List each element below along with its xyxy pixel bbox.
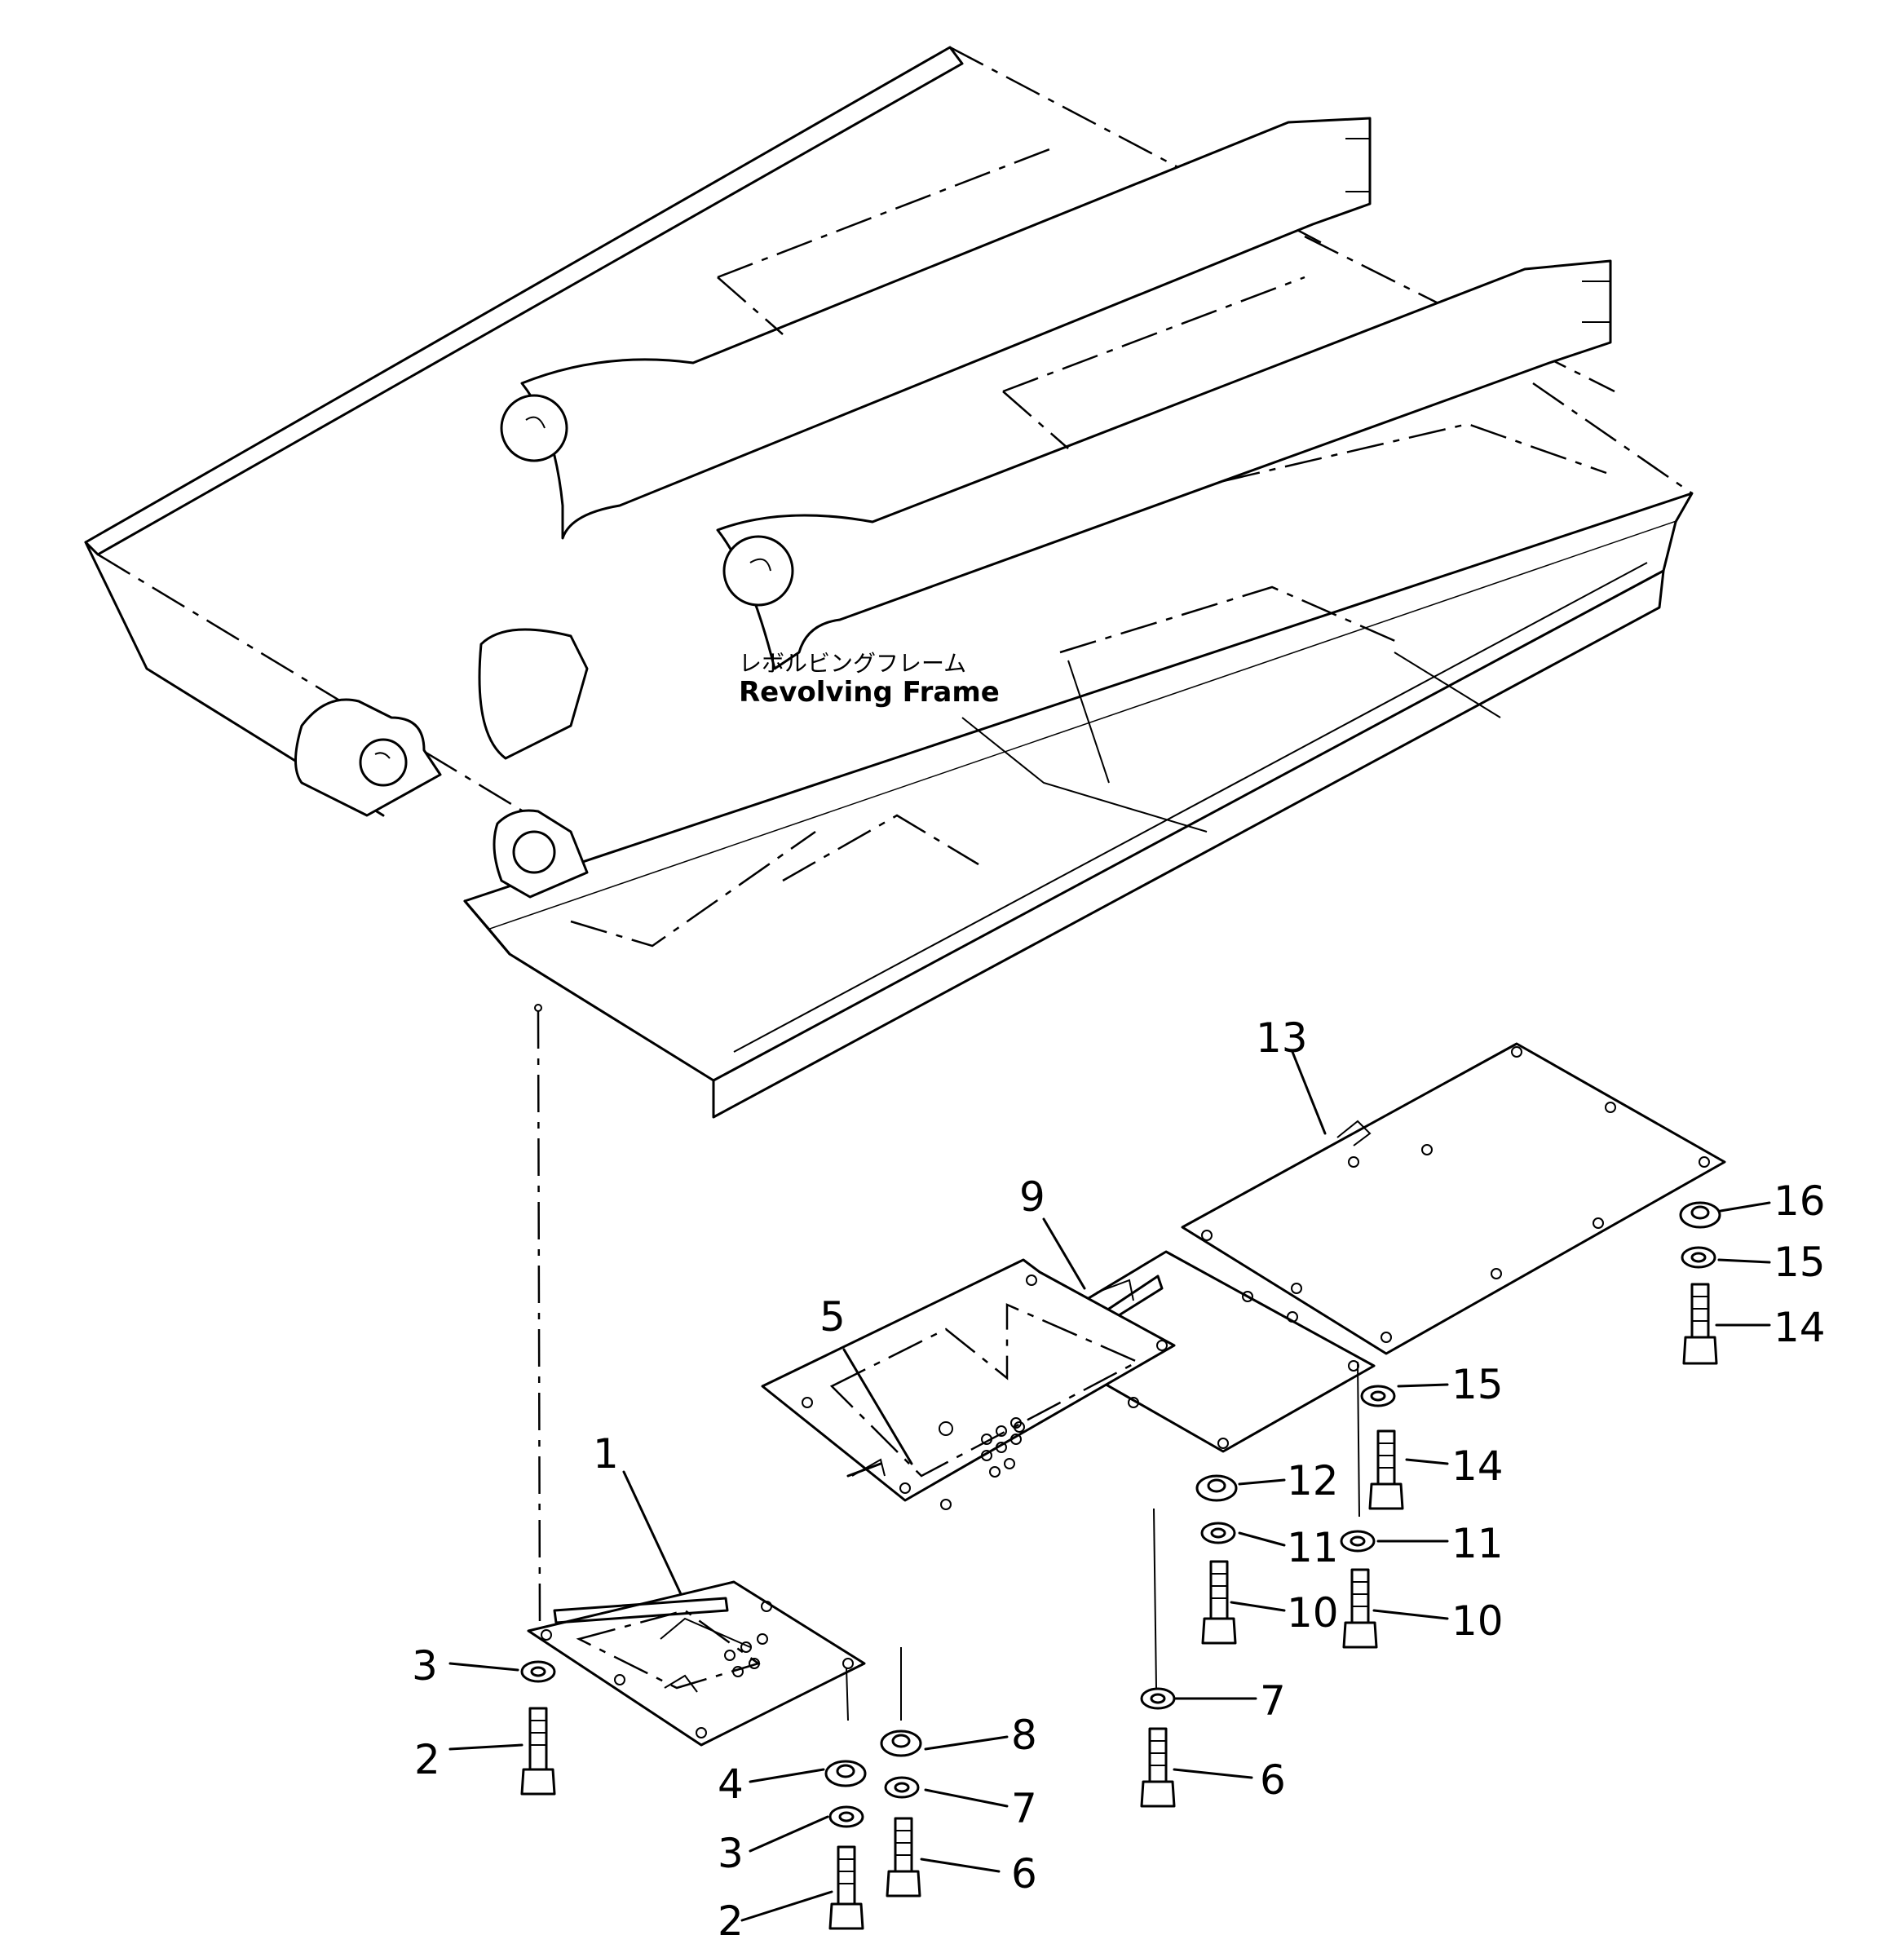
callout-4: 4 — [718, 1760, 744, 1808]
callout-12: 12 — [1287, 1457, 1339, 1504]
callout-10: 10 — [1451, 1597, 1504, 1645]
callout-15: 15 — [1451, 1361, 1504, 1408]
callout-13: 13 — [1256, 1014, 1308, 1062]
callout-7: 7 — [1260, 1677, 1286, 1725]
alignment-point — [534, 1004, 542, 1012]
callout-14: 14 — [1451, 1442, 1504, 1490]
callout-14: 14 — [1774, 1304, 1826, 1351]
frame-label-english: Revolving Frame — [739, 676, 1000, 709]
leader-lines — [448, 1050, 1771, 1922]
callout-11: 11 — [1451, 1520, 1504, 1567]
hardware — [520, 1201, 1721, 1930]
callout-3: 3 — [718, 1830, 744, 1877]
alignment-line — [537, 1010, 541, 1624]
callout-11: 11 — [1287, 1524, 1339, 1571]
callout-6: 6 — [1011, 1850, 1037, 1897]
callout-labels: 1 2 2 3 3 4 5 6 6 7 7 8 9 10 10 11 11 12… — [412, 1014, 1826, 1935]
cover-9 — [1022, 1250, 1376, 1453]
callout-6: 6 — [1260, 1756, 1286, 1804]
callout-16: 16 — [1774, 1177, 1826, 1225]
callout-2: 2 — [718, 1897, 744, 1935]
callout-7: 7 — [1011, 1785, 1037, 1832]
callout-10: 10 — [1287, 1589, 1339, 1637]
cover-1 — [527, 1580, 866, 1747]
callout-9: 9 — [1019, 1173, 1045, 1221]
callout-3: 3 — [412, 1642, 438, 1690]
cover-5 — [761, 1258, 1176, 1510]
revolving-frame — [84, 46, 1694, 1119]
callout-8: 8 — [1011, 1712, 1037, 1759]
cover-13 — [1181, 1042, 1726, 1355]
frame-label-japanese: レボルビングフレーム — [739, 650, 966, 677]
callout-5: 5 — [819, 1293, 846, 1341]
callout-15: 15 — [1774, 1239, 1826, 1286]
callout-2: 2 — [414, 1736, 440, 1783]
callout-1: 1 — [593, 1430, 619, 1478]
